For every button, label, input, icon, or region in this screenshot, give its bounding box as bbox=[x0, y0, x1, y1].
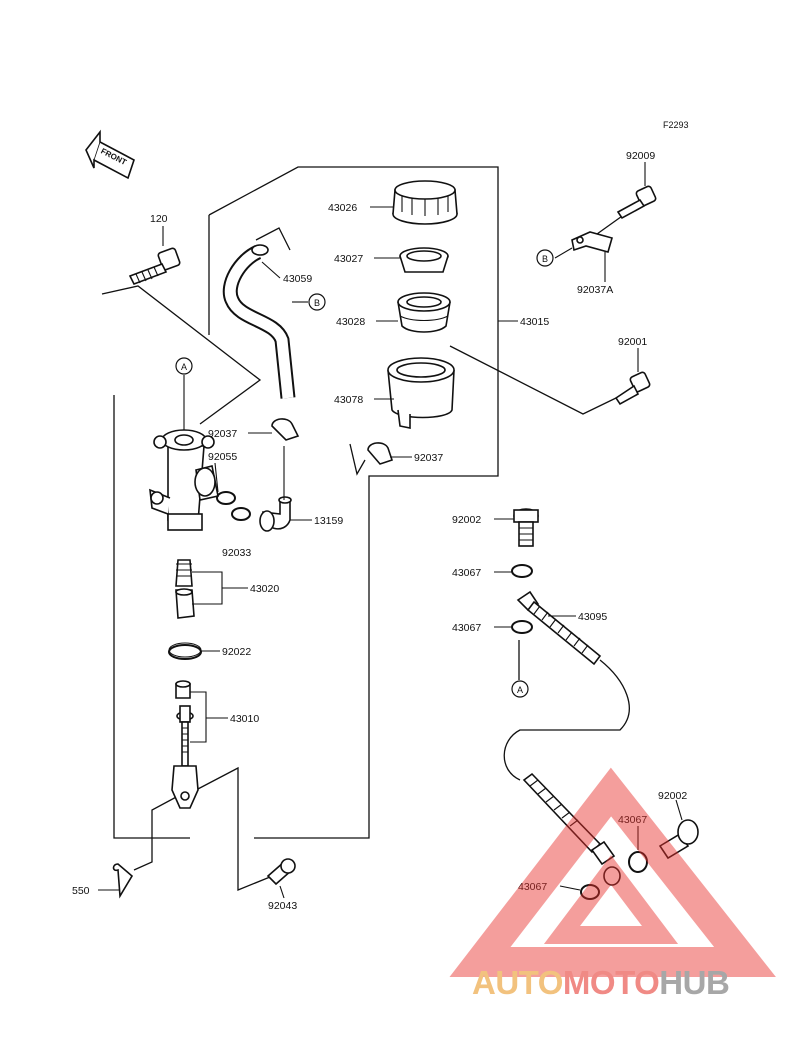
part-number: 43027 bbox=[334, 253, 363, 265]
svg-text:A: A bbox=[517, 685, 523, 695]
piston-icon bbox=[175, 588, 195, 619]
svg-text:B: B bbox=[542, 254, 548, 264]
master-cylinder-body-icon bbox=[149, 429, 219, 531]
diaphragm-icon bbox=[397, 292, 451, 333]
watermark-moto: MOTO bbox=[563, 964, 659, 1001]
part-number: 43078 bbox=[334, 394, 363, 406]
part-number: 43026 bbox=[328, 202, 357, 214]
part-number: 92002 bbox=[452, 514, 481, 526]
o-ring-icon bbox=[216, 491, 251, 521]
watermark-auto: AUTO bbox=[472, 964, 563, 1001]
piston-cup-icon bbox=[175, 559, 193, 587]
banjo-bolt-upper-icon bbox=[513, 508, 539, 547]
part-number: 43059 bbox=[283, 273, 312, 285]
clamp-lower-icon bbox=[367, 442, 394, 465]
svg-text:B: B bbox=[314, 298, 320, 308]
front-arrow-icon: FRONT bbox=[85, 129, 135, 180]
hose-43059-icon bbox=[222, 244, 296, 399]
cotter-pin-icon bbox=[112, 863, 134, 899]
watermark-hub: HUB bbox=[659, 964, 729, 1001]
washer-lower-icon bbox=[580, 851, 648, 900]
part-number: 43028 bbox=[336, 316, 365, 328]
part-number: 92002 bbox=[658, 790, 687, 802]
figure-code: F2293 bbox=[663, 120, 689, 130]
part-number: 550 bbox=[72, 885, 90, 897]
part-number: 43010 bbox=[230, 713, 259, 725]
part-number: 92001 bbox=[618, 336, 647, 348]
callout-b-upper: B bbox=[308, 293, 326, 311]
watermark-logo bbox=[449, 767, 776, 977]
part-number: 92055 bbox=[208, 451, 237, 463]
callout-a-lower: A bbox=[511, 680, 529, 698]
brake-hose-upper-icon bbox=[516, 590, 602, 666]
part-number: 43067 bbox=[452, 622, 481, 634]
part-number: 92033 bbox=[222, 547, 251, 559]
part-number: 92022 bbox=[222, 646, 251, 658]
push-rod-icon bbox=[171, 680, 199, 809]
part-labels: 120 43026 43027 43059 43028 43015 43078 … bbox=[72, 150, 687, 912]
reservoir-cap-icon bbox=[392, 180, 458, 225]
callout-b-lower: B bbox=[536, 249, 554, 267]
hose-fitting-icon bbox=[259, 496, 292, 532]
leader-lines bbox=[98, 162, 683, 899]
part-number: 92037 bbox=[414, 452, 443, 464]
part-number: 43095 bbox=[578, 611, 607, 623]
diaphragm-plate-icon bbox=[399, 247, 449, 273]
circlip-icon bbox=[168, 642, 202, 660]
part-number: 92009 bbox=[626, 150, 655, 162]
part-number: 43015 bbox=[520, 316, 549, 328]
watermark-text: AUTOMOTOHUB bbox=[472, 964, 730, 1001]
part-number: 92043 bbox=[268, 900, 297, 912]
part-number: 43067 bbox=[518, 881, 547, 893]
brake-hose-lower-icon bbox=[522, 772, 621, 886]
part-number: 43067 bbox=[452, 567, 481, 579]
part-number: 92037 bbox=[208, 428, 237, 440]
bolt-120-icon bbox=[128, 247, 181, 286]
bolt-92009-icon bbox=[616, 185, 657, 220]
part-number: 43020 bbox=[250, 583, 279, 595]
clevis-pin-icon bbox=[266, 858, 296, 886]
part-number: 120 bbox=[150, 213, 168, 225]
banjo-bolt-lower-icon bbox=[658, 819, 699, 860]
part-number: 43067 bbox=[618, 814, 647, 826]
svg-text:AUTOMOTOHUB: AUTOMOTOHUB bbox=[472, 964, 729, 1001]
bracket-icon bbox=[571, 231, 613, 253]
bolt-92001-icon bbox=[614, 371, 651, 406]
svg-text:A: A bbox=[181, 362, 187, 372]
part-number: 92037A bbox=[577, 284, 613, 296]
clamp-upper-icon bbox=[271, 418, 300, 441]
reservoir-icon bbox=[387, 357, 455, 429]
part-number: 13159 bbox=[314, 515, 343, 527]
callout-a-upper: A bbox=[175, 357, 193, 375]
